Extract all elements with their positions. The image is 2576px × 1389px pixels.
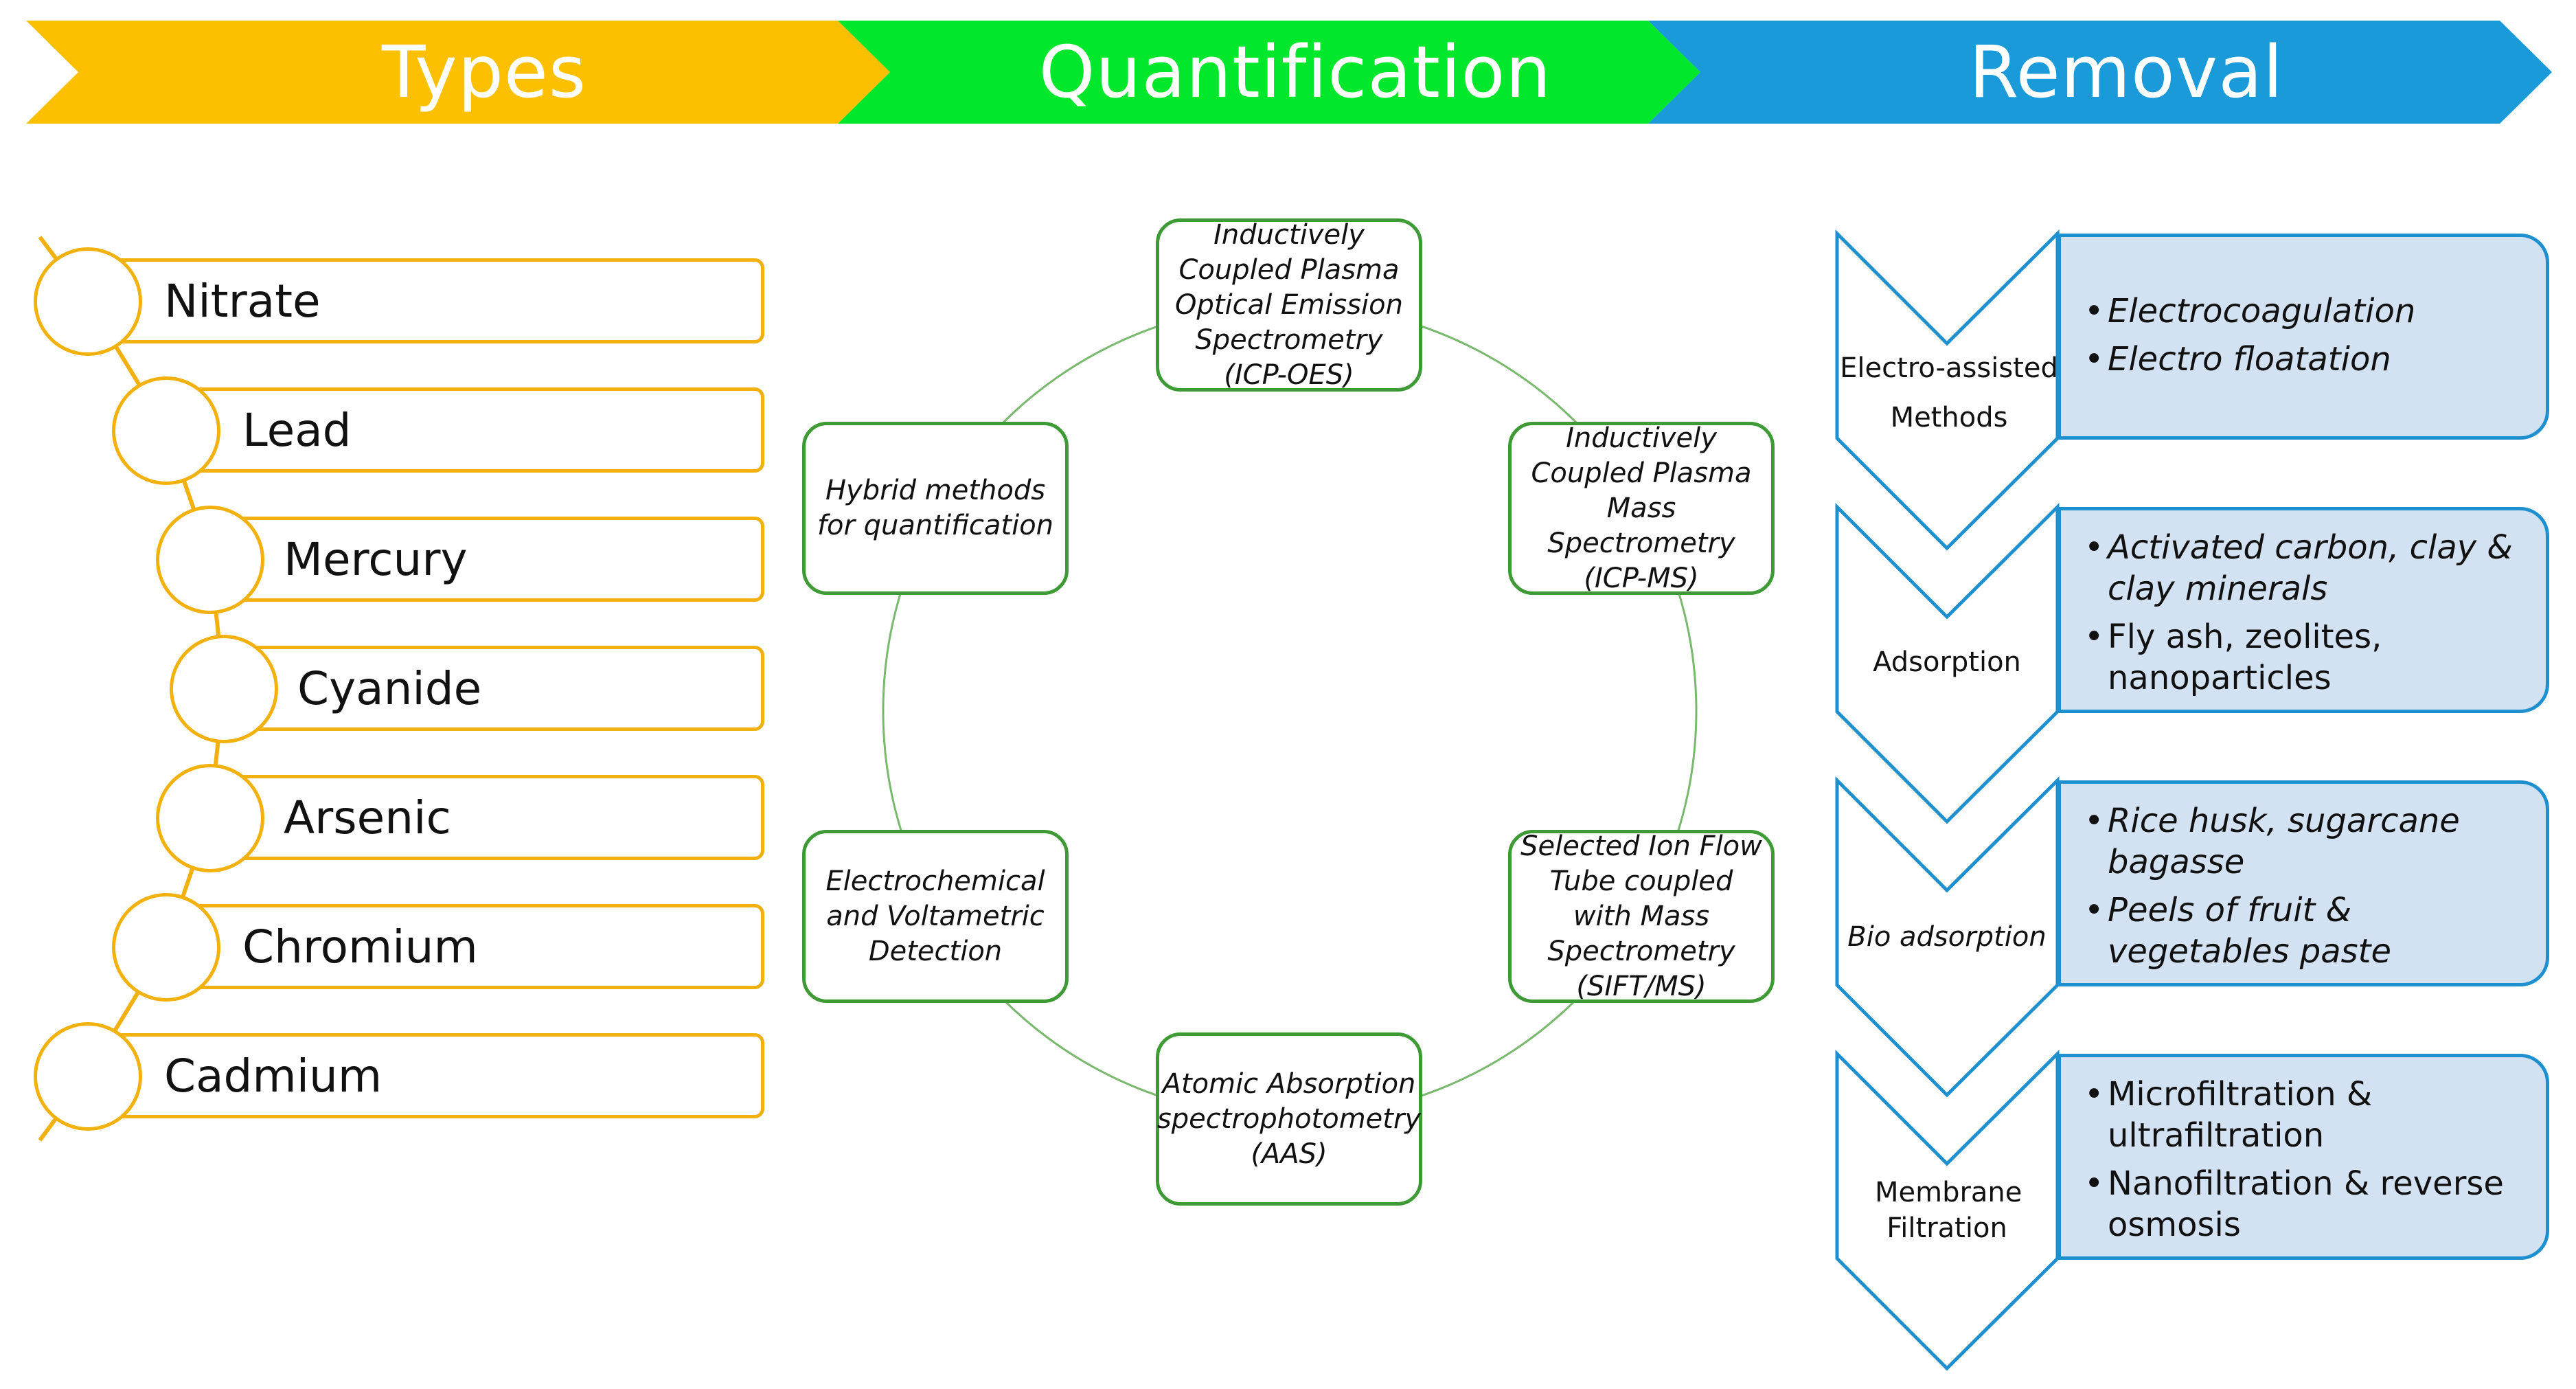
quantification-header: Quantification (1038, 30, 1552, 114)
type-item-nitrate: Nitrate (88, 258, 764, 343)
quant-method-label: Selected Ion Flow Tube coupled with Mass… (1520, 830, 1762, 1002)
quantification-chevron (838, 21, 1700, 124)
removal-detail-item: Activated carbon, clay & clay minerals (2084, 527, 2539, 609)
quant-method-sift-ms: Selected Ion Flow Tube coupled with Mass… (1508, 830, 1775, 1003)
quant-method-label: Inductively Coupled Plasma Mass Spectrom… (1531, 422, 1752, 594)
quant-method-label: Atomic Absorption spectrophotometry (AAS… (1156, 1068, 1422, 1170)
type-label: Cyanide (297, 662, 482, 715)
type-marker-circle (34, 247, 142, 356)
removal-detail-item: Microfiltration & ultrafiltration (2084, 1074, 2539, 1156)
type-label: Cadmium (164, 1049, 383, 1103)
type-item-cadmium: Cadmium (88, 1033, 764, 1118)
type-marker-circle (170, 635, 278, 743)
type-label: Arsenic (284, 791, 451, 844)
type-item-chromium: Chromium (165, 904, 764, 989)
types-header: Types (381, 30, 587, 114)
type-label: Lead (242, 403, 352, 457)
type-marker-circle (34, 1022, 142, 1131)
removal-detail-item: Electro floatation (2084, 339, 2539, 380)
type-marker-circle (112, 376, 220, 485)
quant-method-aas: Atomic Absorption spectrophotometry (AAS… (1156, 1032, 1422, 1206)
removal-detail-item: Nanofiltration & reverse osmosis (2084, 1163, 2539, 1245)
quant-method-icp-oes: Inductively Coupled Plasma Optical Emiss… (1156, 218, 1422, 392)
removal-detail-item: Electrocoagulation (2084, 291, 2539, 332)
quant-method-label: Electrochemical and Voltametric Detectio… (825, 865, 1045, 967)
removal-detail-item: Rice husk, sugarcane bagasse (2084, 800, 2539, 883)
quant-method-hybrid: Hybrid methods for quantification (802, 422, 1069, 595)
type-marker-circle (112, 893, 220, 1002)
types-chevron (26, 21, 890, 124)
removal-label-bio-adsorption: Bio adsorption (1847, 921, 2047, 953)
quant-method-icp-ms: Inductively Coupled Plasma Mass Spectrom… (1508, 422, 1775, 595)
type-item-mercury: Mercury (207, 517, 764, 602)
type-item-arsenic: Arsenic (207, 775, 764, 860)
type-label: Mercury (284, 532, 468, 586)
removal-label-membrane: Membrane Filtration (1875, 1177, 2022, 1244)
quant-method-label: Hybrid methods for quantification (817, 475, 1054, 541)
removal-label-adsorption: Adsorption (1873, 646, 2021, 678)
quant-method-electrochemical: Electrochemical and Voltametric Detectio… (802, 830, 1069, 1003)
quant-method-label: Inductively Coupled Plasma Optical Emiss… (1175, 218, 1403, 391)
removal-chevron (1648, 21, 2552, 124)
type-marker-circle (156, 764, 264, 872)
removal-detail-bio-adsorption: Rice husk, sugarcane bagasse Peels of fr… (2058, 780, 2549, 986)
type-marker-circle (156, 506, 264, 614)
removal-header: Removal (1969, 30, 2283, 114)
removal-detail-membrane: Microfiltration & ultrafiltration Nanofi… (2058, 1054, 2549, 1260)
removal-detail-item: Peels of fruit & vegetables paste (2084, 890, 2539, 972)
type-item-cyanide: Cyanide (221, 646, 764, 731)
removal-detail-electro: Electrocoagulation Electro floatation (2058, 234, 2549, 440)
removal-label-electro: Electro-assisted Methods (1840, 352, 2058, 433)
removal-detail-item: Fly ash, zeolites, nanoparticles (2084, 616, 2539, 699)
removal-detail-adsorption: Activated carbon, clay & clay minerals F… (2058, 507, 2549, 713)
type-label: Nitrate (164, 274, 321, 328)
type-item-lead: Lead (165, 387, 764, 473)
type-label: Chromium (242, 920, 478, 973)
